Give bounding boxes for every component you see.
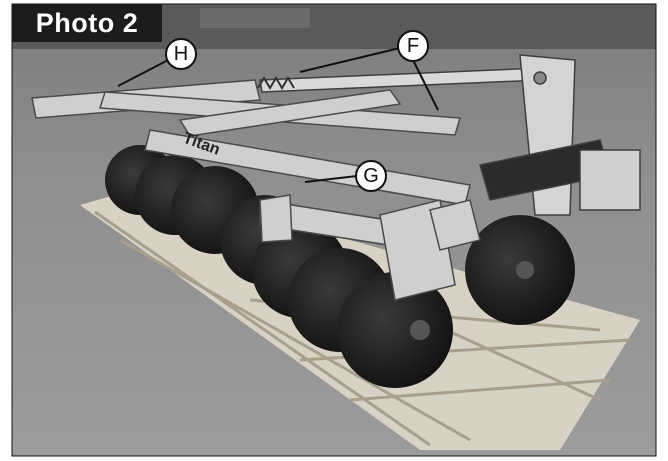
front-discs [252,215,575,388]
callout-h: H [165,38,197,70]
photo-border [11,3,657,457]
callout-g: G [355,160,387,192]
hitch-assembly [259,54,641,216]
callout-f: F [397,30,429,62]
callout-leader-lines [117,47,439,183]
photo-label: Photo 2 [12,4,162,42]
background-cart [200,8,310,28]
spring [257,76,295,90]
harrow-frame [31,79,481,301]
